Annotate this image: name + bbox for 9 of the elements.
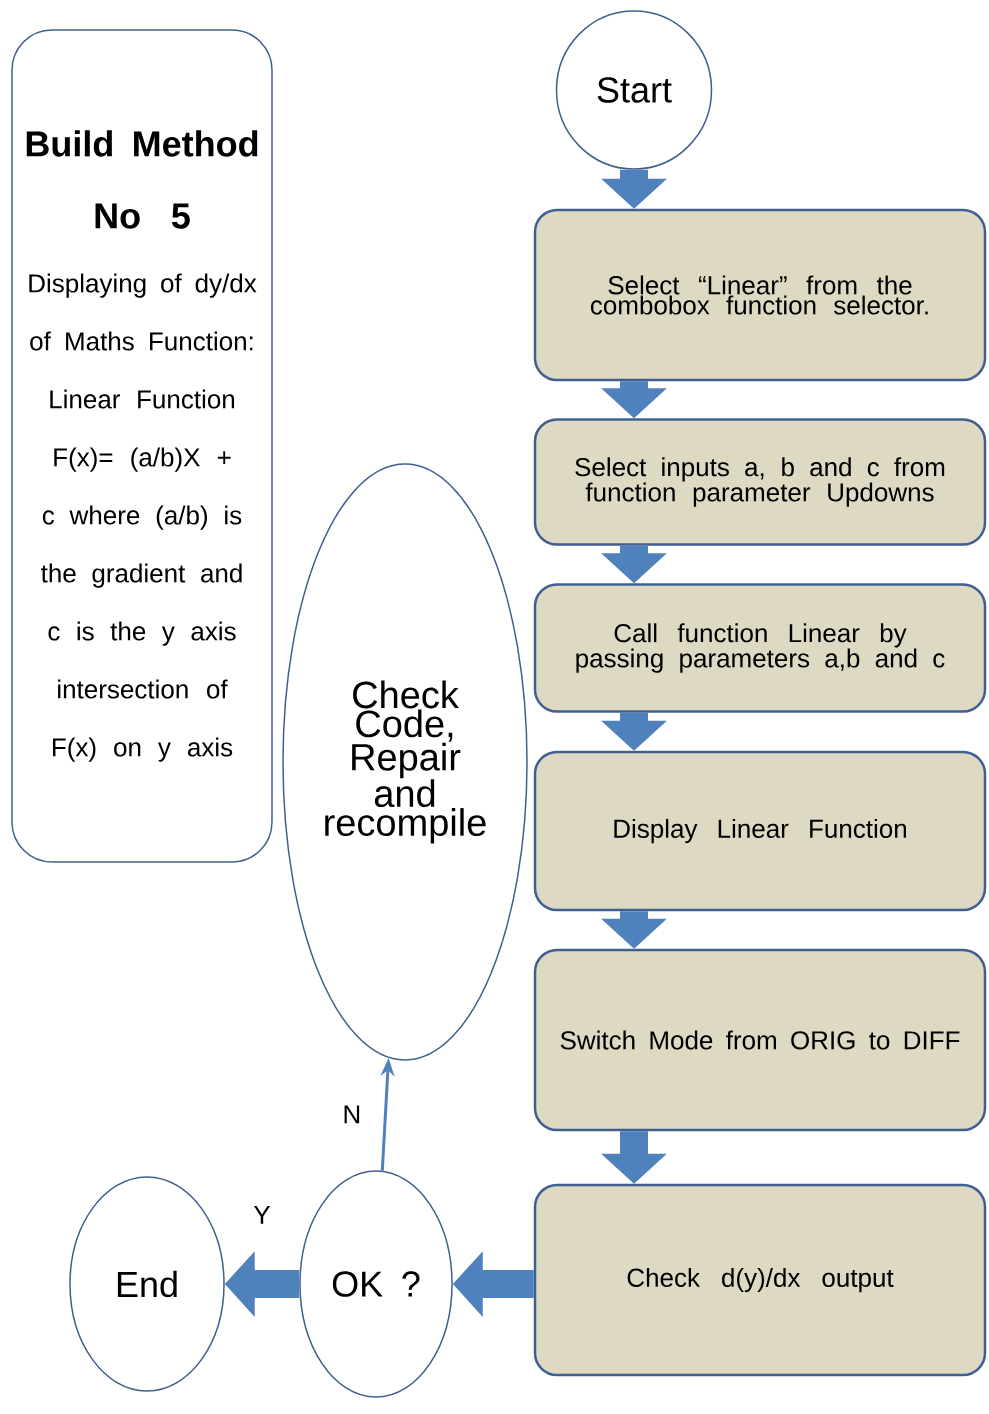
process-box: Call function Linear by passing parameters a,b and c: [533, 583, 987, 713]
process-box: Display Linear Function: [533, 750, 987, 912]
description-card: Build Method No 5 Displaying of dy/dx of Maths Function: Linear Function F(x)= (a/b)X + c where (a/b) is the gradient and c is the y axis intersection of F(x) on y axis: [11, 29, 273, 863]
edge-label: N: [344, 1105, 360, 1124]
process-box: Switch Mode from ORIG to DIFF: [533, 948, 987, 1132]
process-box: Select inputs a, b and c from function parameter Updowns: [533, 418, 987, 546]
process-box: Select “Linear” from the combobox function selector.: [533, 208, 987, 382]
process-box: Check d(y)/dx output: [533, 1183, 987, 1377]
edge-label: Y: [253, 1205, 271, 1224]
